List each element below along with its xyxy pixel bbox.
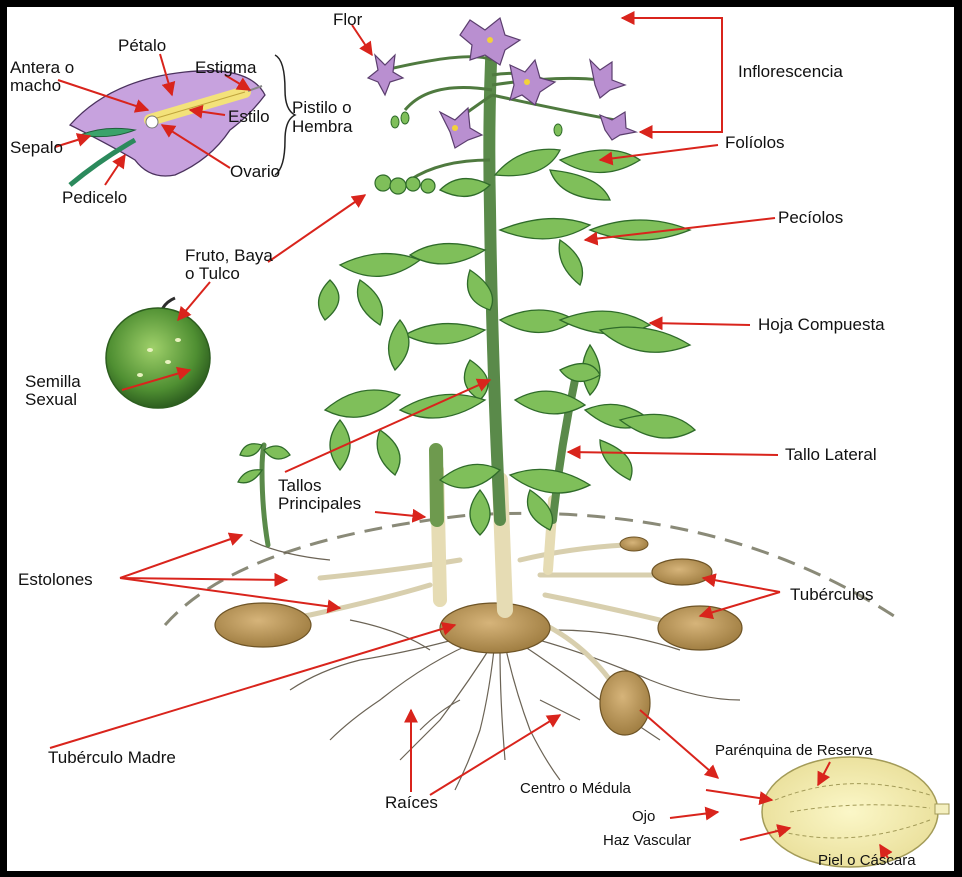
label-ojo: Ojo bbox=[632, 808, 655, 825]
fruit-illustration bbox=[106, 298, 210, 408]
label-tuberculos: Tubérculos bbox=[790, 585, 873, 605]
label-hoja-compuesta: Hoja Compuesta bbox=[758, 315, 885, 335]
label-pedicelo: Pedicelo bbox=[62, 188, 127, 208]
label-pistilo-2: Hembra bbox=[292, 117, 352, 137]
label-estilo: Estilo bbox=[228, 107, 270, 127]
berry-cluster bbox=[375, 175, 435, 194]
label-antera-2: macho bbox=[10, 76, 61, 96]
label-tallos-2: Principales bbox=[278, 494, 361, 514]
label-inflorescencia: Inflorescencia bbox=[738, 62, 843, 82]
label-pistilo-1: Pistilo o bbox=[292, 98, 352, 118]
label-fruto-1: Fruto, Baya bbox=[185, 246, 273, 266]
label-foliolos: Folíolos bbox=[725, 133, 785, 153]
label-sepalo: Sepalo bbox=[10, 138, 63, 158]
label-estolones: Estolones bbox=[18, 570, 93, 590]
label-antera-1: Antera o bbox=[10, 58, 74, 78]
label-tuberculo-madre: Tubérculo Madre bbox=[48, 748, 176, 768]
label-petalo: Pétalo bbox=[118, 36, 166, 56]
label-estigma: Estigma bbox=[195, 58, 256, 78]
label-semilla-1: Semilla bbox=[25, 372, 81, 392]
tubers bbox=[215, 537, 742, 735]
label-raices: Raíces bbox=[385, 793, 438, 813]
label-ovario: Ovario bbox=[230, 162, 280, 182]
label-tallo-lateral: Tallo Lateral bbox=[785, 445, 877, 465]
label-piel: Piel o Cáscara bbox=[818, 852, 916, 869]
label-parenquima: Parénquina de Reserva bbox=[715, 742, 873, 759]
tuber-section bbox=[762, 757, 949, 867]
inflorescence-bracket bbox=[625, 18, 722, 132]
label-centro: Centro o Médula bbox=[520, 780, 631, 797]
label-peciolos: Pecíolos bbox=[778, 208, 843, 228]
label-tallos-1: Tallos bbox=[278, 476, 321, 496]
label-fruto-2: o Tulco bbox=[185, 264, 240, 284]
label-flor: Flor bbox=[333, 10, 362, 30]
label-semilla-2: Sexual bbox=[25, 390, 77, 410]
label-haz: Haz Vascular bbox=[603, 832, 691, 849]
